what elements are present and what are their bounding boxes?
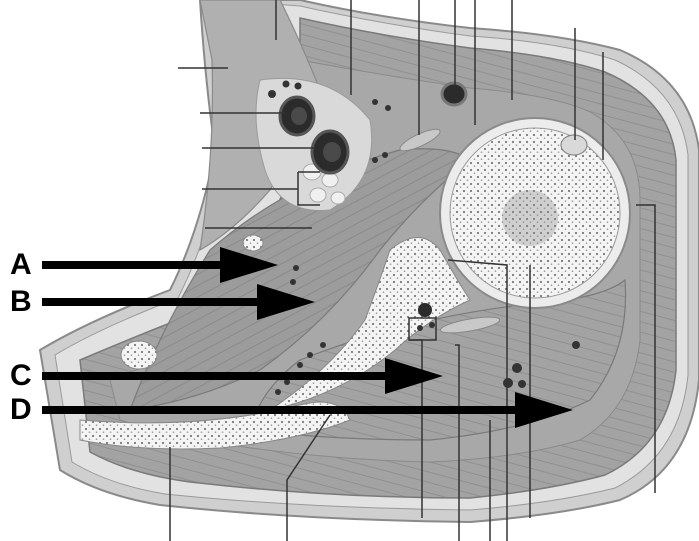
label-d: D <box>10 395 32 425</box>
humeral-head-marrow <box>502 190 558 246</box>
axillary-vein-lumen <box>291 107 307 125</box>
fat-lobule-2 <box>322 173 338 187</box>
label-b: B <box>10 287 32 317</box>
circumflex-vessel <box>442 83 466 105</box>
axillary-artery-lumen <box>323 142 341 162</box>
label-c: C <box>10 361 32 391</box>
fat-lobule-4 <box>331 192 345 204</box>
biceps-tendon <box>561 135 587 155</box>
rib-section-2 <box>243 235 263 251</box>
rib-section-1 <box>121 341 157 369</box>
fat-lobule-3 <box>310 188 326 202</box>
label-a: A <box>10 250 32 280</box>
